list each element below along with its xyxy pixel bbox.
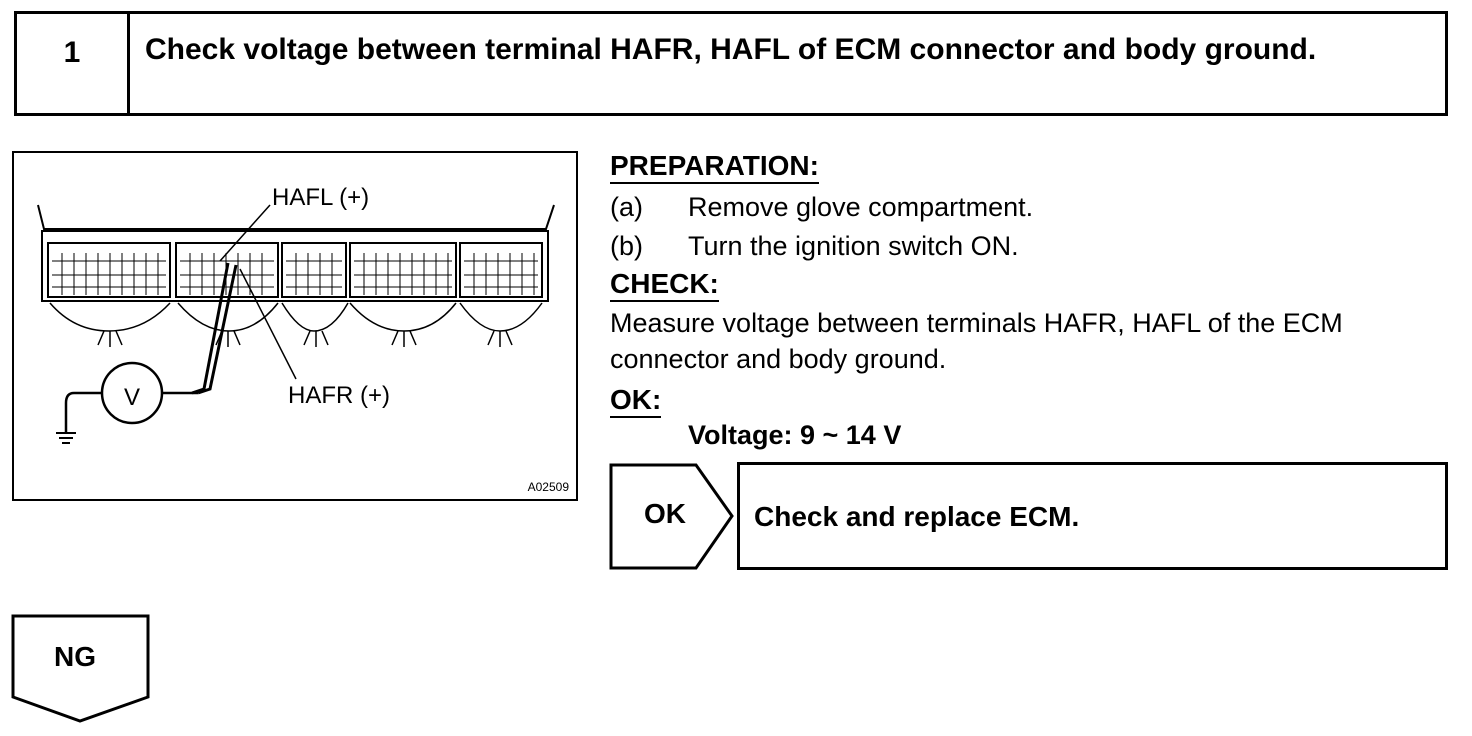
check-heading: CHECK: [610, 268, 719, 302]
step-letter: (a) [610, 192, 643, 222]
step-title: Check voltage between terminal HAFR, HAF… [145, 33, 1317, 66]
check-instruction: Measure voltage between terminals HAFR, … [610, 308, 1343, 374]
ok-arrow-label: OK [644, 498, 686, 529]
preparation-heading: PREPARATION: [610, 150, 819, 184]
hafl-label: HAFL (+) [272, 184, 369, 211]
ng-arrow: NG [10, 613, 152, 725]
step-text: Turn the ignition switch ON. [688, 231, 1019, 261]
ok-heading: OK: [610, 384, 662, 418]
figure-id: A02509 [528, 480, 570, 494]
step-header: 1 Check voltage between terminal HAFR, H… [14, 11, 1448, 116]
preparation-step-b: (b) Turn the ignition switch ON. [610, 228, 1019, 264]
step-number: 1 [63, 36, 81, 69]
hafr-label: HAFR (+) [288, 382, 390, 409]
ok-arrow-shape [609, 463, 734, 570]
connector-block-5 [459, 242, 543, 298]
preparation-section: PREPARATION: [610, 150, 819, 184]
ng-arrow-shape [11, 614, 150, 723]
connector-block-3 [281, 242, 347, 298]
ecm-connector-figure: V HAFL (+) HAFR (+) A02509 [12, 151, 578, 501]
connector-block-1 [47, 242, 171, 298]
connector-housing [41, 230, 549, 302]
ok-spec: Voltage: 9 ~ 14 V [688, 420, 902, 450]
hafl-leader [219, 204, 271, 262]
ng-arrow-label: NG [54, 641, 96, 672]
check-section: CHECK: [610, 268, 719, 302]
terminal-grid [52, 253, 538, 295]
ecm-connector-diagram: V HAFL (+) HAFR (+) A02509 [37, 184, 570, 494]
meter-ground-lead [64, 391, 102, 433]
voltmeter-symbol: V [124, 384, 140, 411]
step-letter: (b) [610, 231, 643, 261]
ok-result-action: Check and replace ECM. [754, 501, 1080, 532]
probe-leads [191, 262, 238, 395]
hafr-leader [239, 268, 297, 380]
ok-section: OK: [610, 384, 662, 418]
connector-block-2 [175, 242, 279, 298]
preparation-step-a: (a) Remove glove compartment. [610, 189, 1033, 225]
ok-result-box: Check and replace ECM. [737, 462, 1448, 570]
connector-block-4 [349, 242, 457, 298]
ground-icon [56, 432, 76, 444]
step-text: Remove glove compartment. [688, 192, 1034, 222]
step-number-cell: 1 [17, 14, 130, 113]
wire-harness [49, 302, 543, 347]
ok-arrow: OK [608, 460, 738, 572]
connector-housing-top [37, 204, 555, 230]
voltmeter: V [100, 361, 164, 425]
